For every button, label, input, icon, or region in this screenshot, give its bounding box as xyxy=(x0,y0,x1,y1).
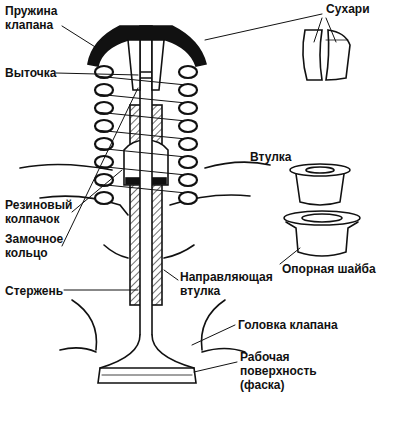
part-label: Головка клапана xyxy=(238,318,388,332)
spring-coil xyxy=(179,102,197,114)
spring-coil xyxy=(179,138,197,150)
spring-coil xyxy=(179,66,197,78)
part-label: Втулка xyxy=(250,150,320,164)
spring-turn xyxy=(96,130,196,140)
part-label: Сухари xyxy=(326,2,396,16)
part-label: Выточка xyxy=(5,66,65,80)
part-label: Стержень xyxy=(5,284,75,298)
spring-coil xyxy=(179,84,197,96)
spring-turn xyxy=(96,184,196,194)
spring-turn xyxy=(96,76,196,86)
spring-turn xyxy=(96,112,196,122)
part-label: Замочное кольцо xyxy=(5,232,75,260)
spring-coil xyxy=(179,174,197,186)
spring-coil xyxy=(179,156,197,168)
spring-coil xyxy=(179,120,197,132)
part-label: Резиновый колпачок xyxy=(5,198,85,226)
part-label: Опорная шайба xyxy=(282,262,392,276)
spring-turn xyxy=(96,166,196,176)
spring-coil xyxy=(95,192,113,204)
part-label: Рабочая поверхность (фаска) xyxy=(240,350,335,392)
spring-coil xyxy=(179,192,197,204)
spring-turn xyxy=(96,94,196,104)
part-label: Направляющая втулка xyxy=(180,270,280,298)
spring-turn xyxy=(96,148,196,158)
part-label: Пружина клапана xyxy=(5,4,80,32)
